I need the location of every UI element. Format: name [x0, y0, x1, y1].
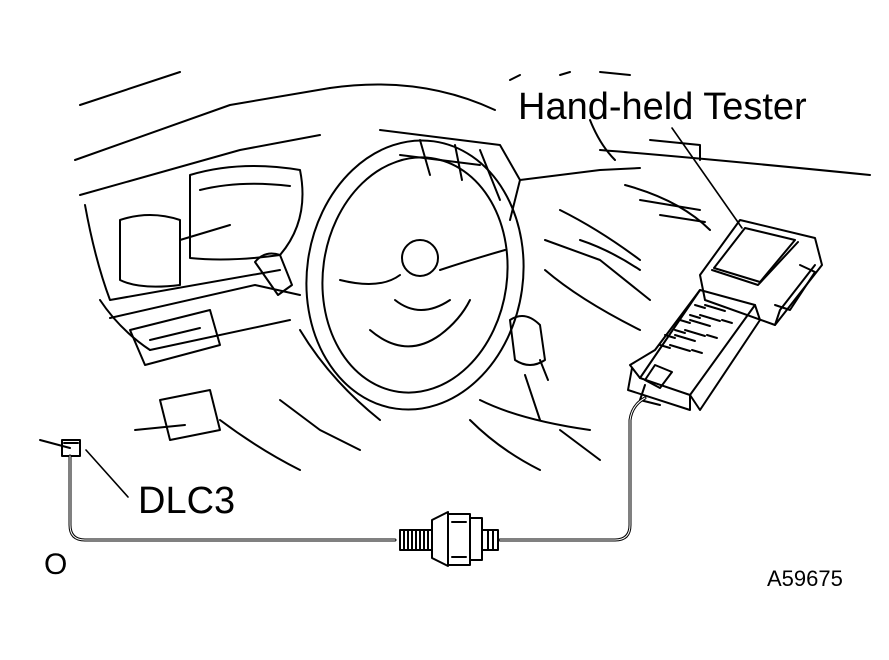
lower-dash	[39, 252, 601, 471]
dashboard-outline	[74, 71, 871, 351]
dlc3-label: DLC3	[138, 480, 236, 522]
tester-cable	[68, 396, 647, 542]
dlc3-leader-line	[85, 449, 129, 498]
tester-leader-line	[671, 127, 743, 229]
figure-id: A59675	[767, 566, 843, 591]
tester-label: Hand-held Tester	[518, 86, 807, 128]
cable-adapter	[399, 511, 499, 567]
corner-mark: O	[44, 548, 68, 581]
dlc3-connector	[61, 439, 81, 457]
steering-wheel	[305, 139, 525, 411]
leader-lines	[85, 127, 743, 498]
hand-held-tester	[627, 219, 823, 411]
